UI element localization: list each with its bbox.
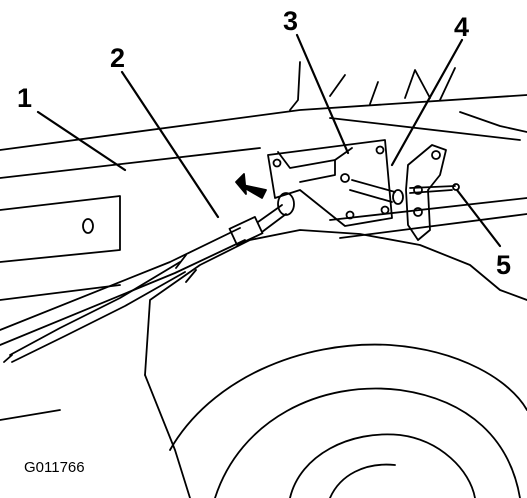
direction-arrow [235, 173, 267, 199]
callout-3: 3 [283, 6, 299, 36]
panel-hole [82, 218, 94, 234]
clevis-pin [349, 179, 404, 205]
fender [144, 229, 527, 498]
control-cable [0, 192, 295, 363]
lever-plate [405, 144, 447, 241]
callout-5: 5 [496, 250, 512, 280]
figure-code: G011766 [24, 459, 85, 476]
callout-2: 2 [110, 43, 126, 73]
mounting-bracket [267, 139, 393, 227]
callout-1: 1 [17, 83, 33, 113]
leader-lines [36, 33, 502, 248]
cotter-pin [409, 183, 460, 194]
machine-body [0, 61, 527, 421]
callout-4: 4 [454, 12, 470, 42]
